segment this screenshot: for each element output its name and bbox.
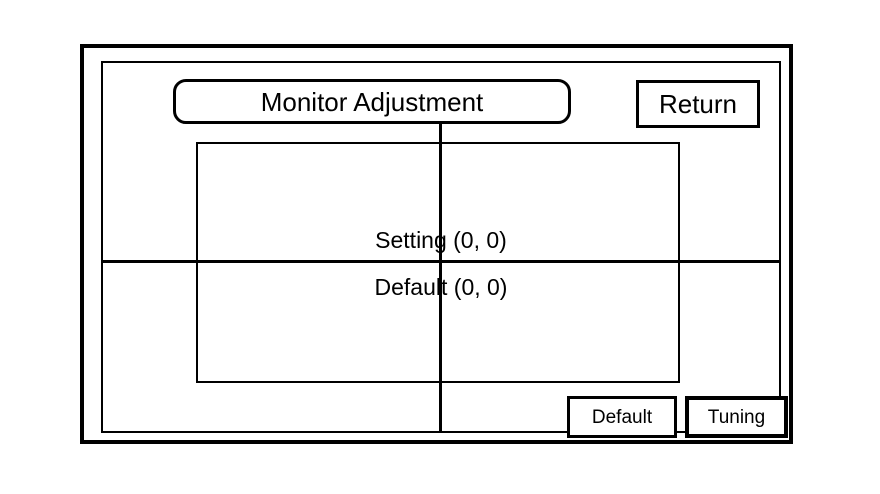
default-readout: Default (0, 0) <box>374 274 508 300</box>
crosshair-vertical-line <box>439 122 442 433</box>
default-button[interactable]: Default <box>567 396 677 438</box>
default-button-label: Default <box>591 406 653 428</box>
monitor-adjustment-title-label: Monitor Adjustment <box>260 86 484 117</box>
tuning-button[interactable]: Tuning <box>685 396 788 438</box>
monitor-adjustment-title-button[interactable]: Monitor Adjustment <box>173 79 571 124</box>
screen-inner-frame: Monitor Adjustment Return Setting (0, 0)… <box>101 61 788 438</box>
device-outer-frame: Monitor Adjustment Return Setting (0, 0)… <box>80 44 793 444</box>
adjustment-area-rectangle[interactable] <box>196 142 680 383</box>
crosshair-horizontal-line <box>103 260 779 263</box>
return-button[interactable]: Return <box>636 80 760 128</box>
return-button-label: Return <box>658 89 738 119</box>
setting-readout: Setting (0, 0) <box>375 227 507 253</box>
tuning-button-label: Tuning <box>707 406 766 428</box>
